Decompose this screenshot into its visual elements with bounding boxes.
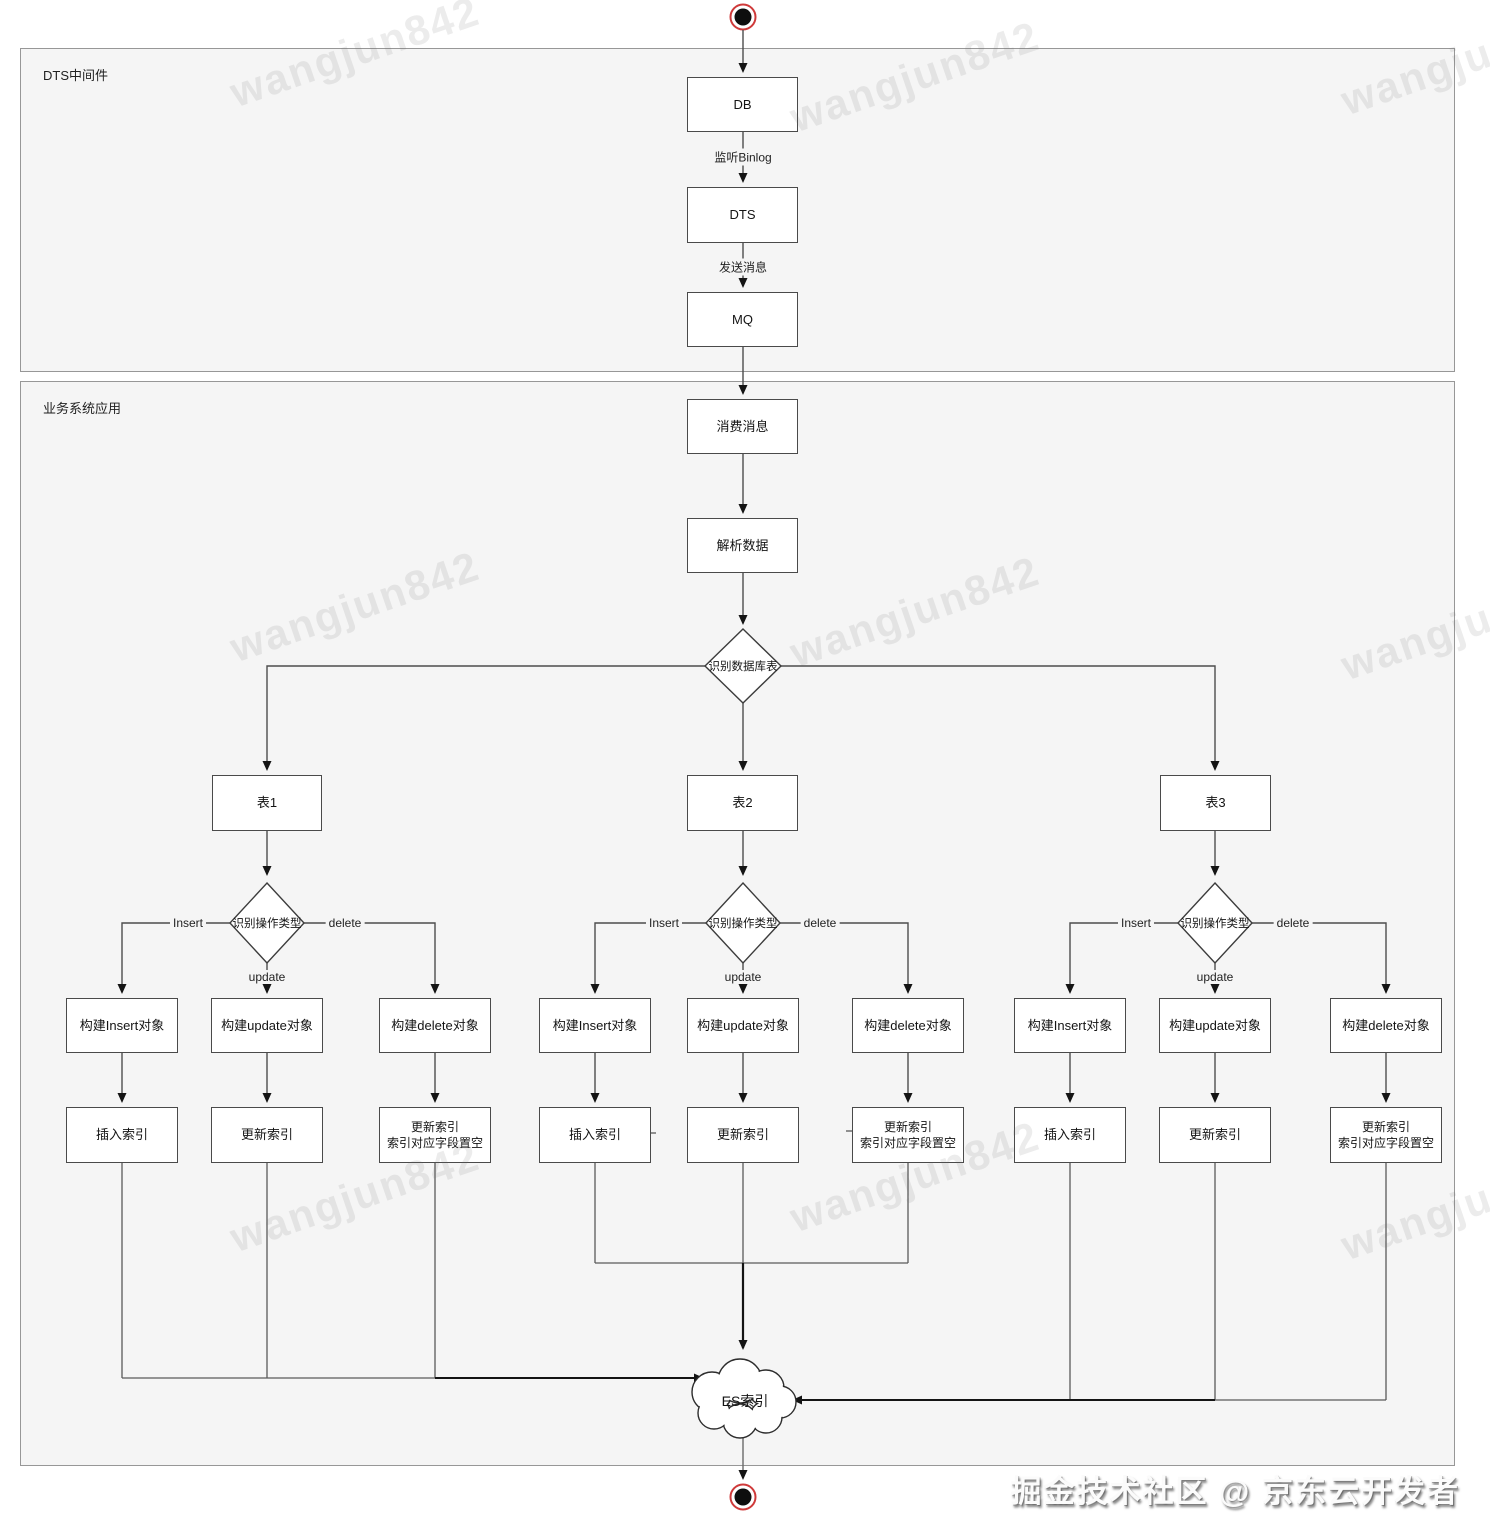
node-update-index-clear-1: 更新索引 索引对应字段置空 xyxy=(379,1107,491,1163)
start-node xyxy=(729,3,757,31)
node-build-delete-1: 构建delete对象 xyxy=(379,998,491,1053)
node-insert-index-1: 插入索引 xyxy=(66,1107,178,1163)
node-db: DB xyxy=(687,77,798,132)
node-update-index-2: 更新索引 xyxy=(687,1107,799,1163)
node-consume-message: 消费消息 xyxy=(687,399,798,454)
edge-label-send-message: 发送消息 xyxy=(715,258,771,276)
node-update-index-clear-2: 更新索引 索引对应字段置空 xyxy=(852,1107,964,1163)
edge-label-update-1: update xyxy=(245,970,289,984)
node-build-update-1: 构建update对象 xyxy=(211,998,323,1053)
decision-op-type-2-label: 识别操作类型 xyxy=(708,918,778,930)
edge-label-insert-3: Insert xyxy=(1117,916,1155,930)
node-table2: 表2 xyxy=(687,775,798,831)
node-insert-index-3: 插入索引 xyxy=(1014,1107,1126,1163)
edge-label-update-3: update xyxy=(1193,970,1237,984)
edge-label-update-2: update xyxy=(721,970,765,984)
es-cloud-shape xyxy=(691,1358,797,1439)
node-parse-data: 解析数据 xyxy=(687,518,798,573)
node-update-index-clear-3: 更新索引 索引对应字段置空 xyxy=(1330,1107,1442,1163)
footer-watermark: 掘金技术社区 @ 京东云开发者 xyxy=(1010,1474,1460,1509)
decision-op-type-1-label: 识别操作类型 xyxy=(232,918,302,930)
container-dts-label: DTS中间件 xyxy=(43,68,109,83)
container-biz-label: 业务系统应用 xyxy=(43,401,122,416)
end-node xyxy=(729,1483,757,1511)
node-insert-index-2: 插入索引 xyxy=(539,1107,651,1163)
node-build-update-3: 构建update对象 xyxy=(1159,998,1271,1053)
node-update-index-1: 更新索引 xyxy=(211,1107,323,1163)
edge-label-delete-3: delete xyxy=(1273,916,1313,930)
node-build-insert-2: 构建Insert对象 xyxy=(539,998,651,1053)
decision-op-type-2 xyxy=(705,881,781,965)
node-es-index-label: ES索引 xyxy=(721,1393,769,1409)
node-update-index-3: 更新索引 xyxy=(1159,1107,1271,1163)
decision-op-type-3-label: 识别操作类型 xyxy=(1180,918,1250,930)
node-mq: MQ xyxy=(687,292,798,347)
node-dts: DTS xyxy=(687,187,798,243)
decision-op-type-3 xyxy=(1177,881,1253,965)
decision-op-type-1 xyxy=(229,881,305,965)
edge-label-listen-binlog: 监听Binlog xyxy=(711,148,775,166)
node-build-delete-2: 构建delete对象 xyxy=(852,998,964,1053)
edge-label-insert-2: Insert xyxy=(645,916,683,930)
node-table3: 表3 xyxy=(1160,775,1271,831)
edge-label-insert-1: Insert xyxy=(169,916,207,930)
node-build-insert-1: 构建Insert对象 xyxy=(66,998,178,1053)
node-build-delete-3: 构建delete对象 xyxy=(1330,998,1442,1053)
node-build-insert-3: 构建Insert对象 xyxy=(1014,998,1126,1053)
decision-identify-table xyxy=(703,628,783,704)
node-build-update-2: 构建update对象 xyxy=(687,998,799,1053)
node-table1: 表1 xyxy=(212,775,322,831)
decision-identify-table-label: 识别数据库表 xyxy=(708,661,778,673)
edge-label-delete-2: delete xyxy=(800,916,840,930)
edge-label-delete-1: delete xyxy=(325,916,365,930)
